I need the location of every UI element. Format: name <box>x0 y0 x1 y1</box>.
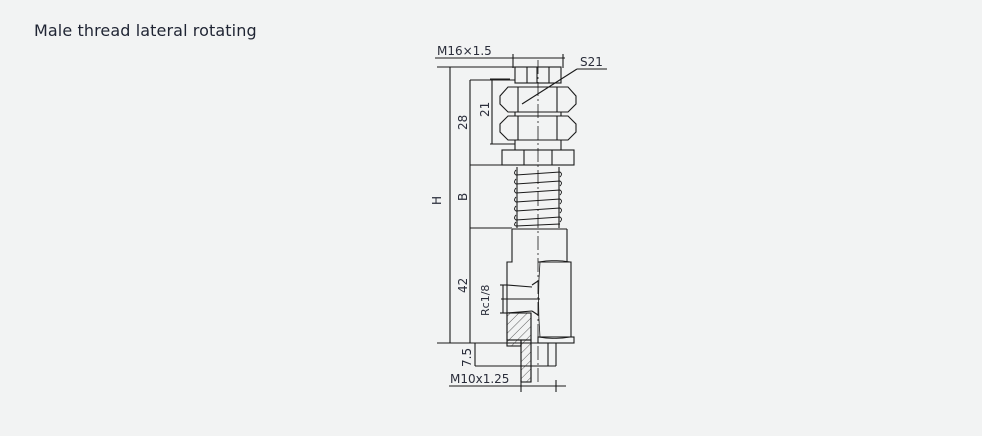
dim-7-5-label: 7.5 <box>460 348 474 367</box>
bottom-thread-label: M10x1.25 <box>450 372 509 386</box>
overall-height-label: H <box>430 196 444 205</box>
dim-28-label: 28 <box>456 115 470 130</box>
port-label: Rc1/8 <box>479 285 492 316</box>
dim-21-label: 21 <box>478 102 492 117</box>
dim-b-label: B <box>456 193 470 201</box>
dim-42-label: 42 <box>456 278 470 293</box>
top-thread-label: M16×1.5 <box>437 44 492 58</box>
hex-size-label: S21 <box>580 55 603 69</box>
page-title: Male thread lateral rotating <box>34 21 257 40</box>
